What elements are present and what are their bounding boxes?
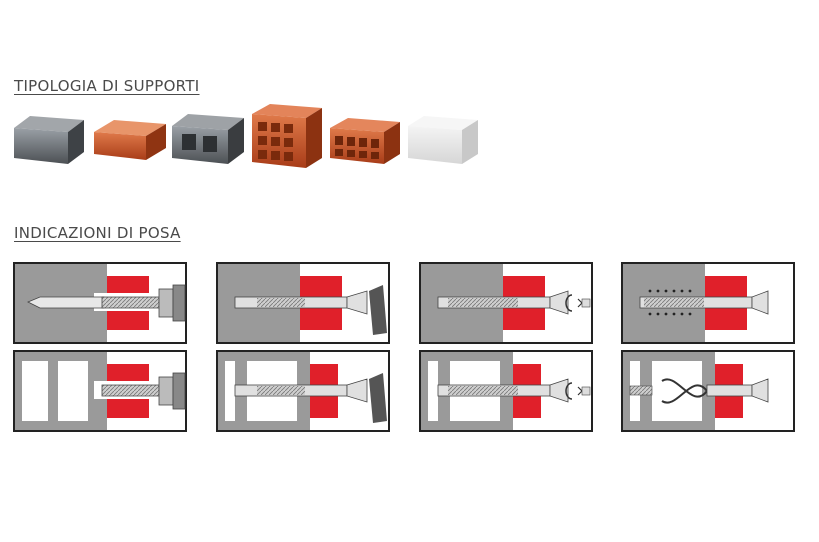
anchor-expanded-icon — [639, 289, 769, 316]
solid-brick-icon — [94, 120, 166, 160]
drill-panel-hollow — [13, 350, 187, 432]
install-diagram-grid — [13, 262, 795, 432]
insert-anchor-panel-hollow — [216, 350, 390, 432]
hammer-icon — [369, 285, 387, 335]
hollow-concrete-block-icon — [172, 114, 244, 164]
supports-heading: TIPOLOGIA DI SUPPORTI — [14, 77, 200, 95]
perforated-brick-icon — [330, 118, 400, 164]
supports-row — [14, 104, 478, 168]
anchor-icon — [437, 378, 569, 403]
screw-anchor-panel-solid — [419, 262, 593, 344]
screw-anchor-panel-hollow — [419, 350, 593, 432]
install-heading: INDICAZIONI DI POSA — [14, 224, 181, 242]
drill-panel-solid — [13, 262, 187, 344]
expanded-anchor-panel-hollow — [621, 350, 795, 432]
drill-icon — [27, 284, 186, 322]
anchor-icon — [437, 290, 569, 315]
anchor-icon — [234, 290, 368, 315]
insert-anchor-panel-solid — [216, 262, 390, 344]
drill-icon — [101, 372, 186, 410]
screwdriver-icon — [565, 294, 591, 312]
concrete-block-icon — [14, 116, 84, 164]
aerated-concrete-block-icon — [408, 116, 478, 164]
expanded-anchor-panel-solid — [621, 262, 795, 344]
anchor-expanded-icon — [629, 378, 769, 404]
hollow-brick-icon — [252, 104, 322, 168]
hammer-icon — [369, 373, 387, 423]
anchor-icon — [234, 378, 368, 403]
screwdriver-icon — [565, 382, 591, 400]
